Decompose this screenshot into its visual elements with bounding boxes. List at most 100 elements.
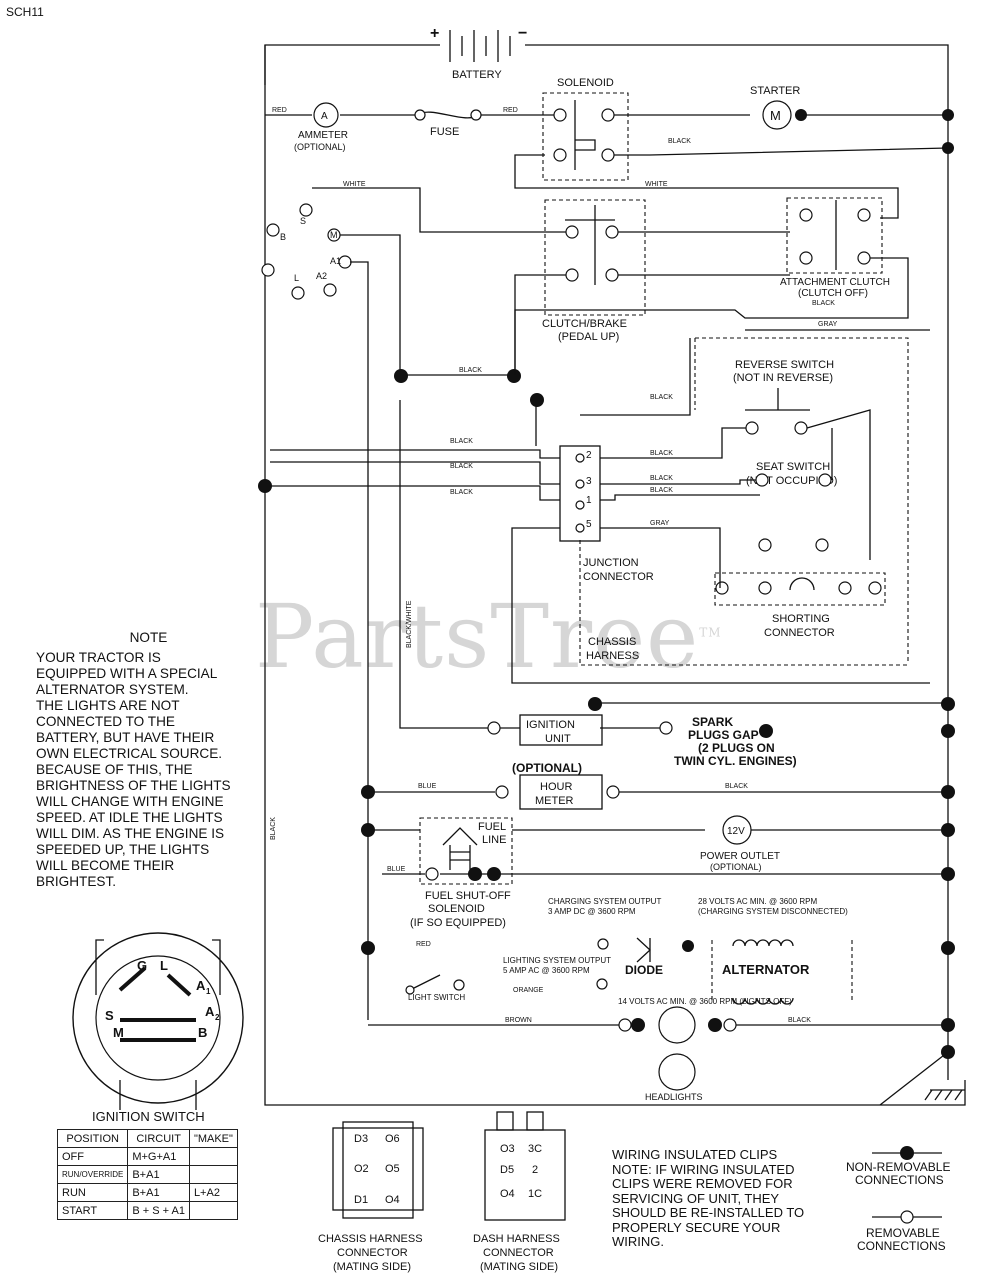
ammeter-symbol: A: [321, 111, 328, 122]
ignition-unit-1: IGNITION: [526, 719, 575, 731]
svg-text:NON-REMOVABLE: NON-REMOVABLE: [846, 1160, 950, 1174]
svg-text:BLACK: BLACK: [725, 783, 748, 790]
ignition-position-table: POSITION CIRCUIT "MAKE" OFF M+G+A1 RUN/O…: [56, 1129, 238, 1220]
table-row: START B + S + A1: [56, 1201, 238, 1220]
spark-4: TWIN CYL. ENGINES): [674, 754, 797, 768]
svg-text:L: L: [160, 958, 168, 973]
ground-symbol: [924, 1089, 965, 1101]
ignition-switch-terminals: S B M A1 A2 L: [261, 203, 352, 300]
svg-text:DASH HARNESS: DASH HARNESS: [473, 1233, 560, 1245]
svg-text:BLACK: BLACK: [812, 300, 835, 307]
svg-text:2: 2: [215, 1013, 220, 1022]
svg-text:BLUE: BLUE: [418, 783, 437, 790]
svg-text:BLACK: BLACK: [450, 463, 473, 470]
svg-text:BLACK: BLACK: [450, 489, 473, 496]
svg-text:CHASSIS HARNESS: CHASSIS HARNESS: [318, 1233, 423, 1245]
col-position: POSITION: [56, 1129, 129, 1148]
svg-text:A1: A1: [330, 256, 341, 266]
ammeter-sub: (OPTIONAL): [294, 142, 346, 152]
battery-label: BATTERY: [452, 69, 502, 81]
clutch-brake-box: [544, 199, 646, 316]
junction-pin-5: 5: [586, 519, 592, 530]
chassis-harness-2: HARNESS: [586, 650, 639, 662]
svg-text:BLACK: BLACK: [650, 475, 673, 482]
ammeter-label: AMMETER: [298, 130, 348, 141]
junction-pin-2: 2: [586, 450, 592, 461]
note-heading: NOTE: [129, 630, 168, 645]
svg-text:A: A: [205, 1004, 215, 1019]
table-row: OFF M+G+A1: [56, 1147, 238, 1166]
svg-text:A: A: [196, 978, 206, 993]
fuel-line-1: FUEL: [478, 821, 506, 833]
svg-text:BLACK: BLACK: [270, 817, 277, 840]
table-row: RUN/OVERRIDE B+A1: [56, 1165, 238, 1184]
outlet-label: POWER OUTLET: [700, 851, 780, 862]
ac28-1: 28 VOLTS AC MIN. @ 3600 RPM: [698, 897, 817, 906]
svg-text:3C: 3C: [528, 1143, 542, 1155]
svg-text:D3: D3: [354, 1133, 368, 1145]
svg-text:S: S: [105, 1008, 114, 1023]
svg-text:O4: O4: [385, 1194, 400, 1206]
svg-text:S: S: [300, 216, 306, 226]
watermark: PartsTreeTM: [255, 585, 722, 688]
svg-text:(MATING SIDE): (MATING SIDE): [333, 1261, 411, 1273]
battery: + − BATTERY: [430, 25, 527, 81]
svg-text:ORANGE: ORANGE: [513, 987, 544, 994]
hour-1: HOUR: [540, 781, 572, 793]
attachment-clutch-label: ATTACHMENT CLUTCH: [780, 277, 890, 288]
junction-label-1: JUNCTION: [583, 557, 639, 569]
alternator-label: ALTERNATOR: [722, 962, 810, 977]
svg-text:BLACK: BLACK: [459, 367, 482, 374]
col-make: "MAKE": [188, 1129, 238, 1148]
outlet-sub: (OPTIONAL): [710, 862, 762, 872]
reverse-switch-label: REVERSE SWITCH: [735, 359, 834, 371]
solenoid-label: SOLENOID: [557, 77, 614, 89]
hour-optional: (OPTIONAL): [512, 761, 582, 775]
junction-pin-3: 3: [586, 476, 592, 487]
shorting-connector-box: [714, 572, 886, 606]
battery-leads: [264, 44, 949, 115]
svg-text:BLACK: BLACK: [650, 394, 673, 401]
svg-text:O2: O2: [354, 1163, 369, 1175]
svg-text:RED: RED: [503, 107, 518, 114]
fuse: [417, 111, 479, 119]
charging-2: 3 AMP DC @ 3600 RPM: [548, 907, 636, 916]
fuel-line-2: LINE: [482, 834, 506, 846]
fuel-sol-3: (IF SO EQUIPPED): [410, 917, 506, 929]
diode-label: DIODE: [625, 963, 663, 977]
sheet-id: SCH11: [6, 5, 44, 19]
chassis-harness-connector: D3 O2 D1 O6 O5 O4 CHASSIS HARNESS CONNEC…: [318, 1121, 424, 1273]
junction-pin-1: 1: [586, 495, 592, 506]
svg-text:B: B: [280, 232, 286, 242]
svg-text:CONNECTIONS: CONNECTIONS: [857, 1239, 946, 1253]
svg-text:M: M: [330, 230, 338, 240]
ignition-unit-2: UNIT: [545, 733, 571, 745]
svg-text:BLACK: BLACK: [450, 438, 473, 445]
svg-text:RED: RED: [416, 941, 431, 948]
svg-text:O5: O5: [385, 1163, 400, 1175]
battery-minus: −: [518, 25, 527, 42]
table-header: POSITION CIRCUIT "MAKE": [56, 1129, 238, 1148]
table-row: RUN B+A1 L+A2: [56, 1183, 238, 1202]
shorting-label-2: CONNECTOR: [764, 627, 835, 639]
svg-text:BLACK: BLACK: [788, 1017, 811, 1024]
svg-text:2: 2: [532, 1164, 538, 1176]
junction-label-2: CONNECTOR: [583, 571, 654, 583]
svg-text:1C: 1C: [528, 1188, 542, 1200]
svg-text:M: M: [113, 1025, 124, 1040]
spark-1: SPARK: [692, 715, 733, 729]
svg-text:D1: D1: [354, 1194, 368, 1206]
svg-text:D5: D5: [500, 1164, 514, 1176]
svg-text:L: L: [294, 273, 299, 283]
fuel-sol-2: SOLENOID: [428, 903, 485, 915]
svg-text:1: 1: [206, 987, 211, 996]
ignition-switch-diagram: G L A 1 S A 2 M B IGNITION SWITCH: [72, 932, 244, 1124]
col-circuit: CIRCUIT: [127, 1129, 190, 1148]
ignition-unit-box: [519, 714, 603, 746]
svg-text:RED: RED: [272, 107, 287, 114]
svg-text:GRAY: GRAY: [650, 520, 670, 527]
headlights-label: HEADLIGHTS: [645, 1092, 703, 1102]
ac14: 14 VOLTS AC MIN. @ 3600 RPM (LIGHTS OFF): [618, 997, 792, 1006]
starter: M STARTER: [750, 85, 807, 130]
